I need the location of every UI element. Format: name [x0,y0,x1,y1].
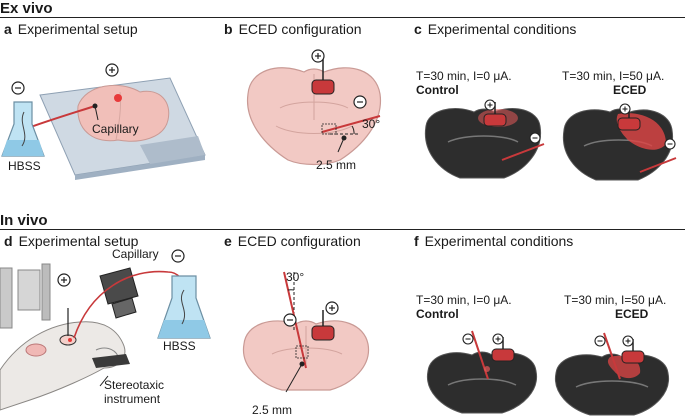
distance-label: 2.5 mm [252,403,293,417]
panel-letter: d [4,233,13,249]
ex-vivo-setup-illustration [1,63,206,180]
stereotaxic-label-line-2: instrument [104,392,161,406]
condition-eced-ex-vivo: T=30 min, I=50 μA. ECED [562,69,664,97]
hbss-label: HBSS [8,159,41,173]
control-slice [426,351,538,414]
control-slice [424,108,542,179]
panel-title-text: Experimental conditions [427,21,577,37]
panel-title-text: ECED configuration [237,233,361,249]
rat-body [0,321,126,411]
panel-letter: b [224,21,233,37]
panel-b-title: b ECED configuration [224,21,362,37]
angle-label: 30° [286,270,305,284]
panel-e-title: e ECED configuration [224,233,361,249]
positive-electrode [491,348,515,362]
positive-electrode [621,350,645,364]
flask-liquid [2,140,44,156]
condition-control-in-vivo: T=30 min, I=0 μA. Control [416,293,512,321]
control-dye-spot [484,366,490,372]
panel-letter: a [4,21,12,37]
panel-title-text: ECED configuration [238,21,362,37]
condition-name: ECED [614,307,649,321]
section-title-ex-vivo: Ex vivo [0,0,53,17]
glass-slide-edge [75,155,205,180]
panel-f-title: f Experimental conditions [414,233,573,249]
flask-wire [180,289,186,325]
condition-params: T=30 min, I=0 μA. [416,69,512,83]
panel-a-title: a Experimental setup [4,21,138,37]
capillary-line [501,143,545,161]
panel-title-text: Experimental setup [17,21,138,37]
positive-electrode [617,117,641,131]
in-vivo-setup-illustration [0,249,211,411]
panel-c-title: c Experimental conditions [414,21,576,37]
condition-control-ex-vivo: T=30 min, I=0 μA. Control [416,69,512,97]
condition-params: T=30 min, I=0 μA. [416,293,512,307]
flask-wire [21,111,26,147]
capillary-tube [27,105,96,129]
nose-clamp [92,354,130,368]
angle-label: 30° [362,117,381,131]
flask-liquid [158,320,210,338]
positive-electrode [311,325,335,341]
capillary-label: Capillary [92,122,139,136]
in-vivo-brain-slices [426,330,670,416]
capillary-line [639,157,677,173]
in-vivo-eced-configuration [242,271,370,393]
section-title-in-vivo: In vivo [0,212,48,229]
capillary-line [321,115,381,133]
stereotaxic-block [17,269,41,311]
ex-vivo-eced-configuration [246,49,382,166]
hbss-label: HBSS [163,339,196,353]
angle-arc [351,125,355,135]
capillary-label: Capillary [112,247,159,261]
slide-label-area [140,136,205,164]
electrode-contact-point [114,94,122,102]
positive-electrode [483,113,507,127]
condition-params: T=30 min, I=50 μA. [562,69,665,83]
panel-letter: c [414,21,422,37]
condition-name: Control [416,307,459,321]
positive-electrode [311,79,335,95]
panel-letter: e [224,233,232,249]
panel-letter: f [414,233,419,249]
condition-name: Control [416,83,459,97]
ex-vivo-brain-slices [424,99,677,181]
distance-label: 2.5 mm [316,158,357,172]
stereotaxic-column [0,267,13,329]
panel-d-title: d Experimental setup [4,233,138,249]
section-divider [0,229,685,230]
condition-params: T=30 min, I=50 μA. [564,293,667,307]
rat-ear [25,343,47,357]
ex-vivo-brain [77,84,170,142]
eced-slice [554,353,670,416]
capillary-line [603,332,621,380]
section-divider [0,17,685,18]
condition-name: ECED [612,83,647,97]
condition-eced-in-vivo: T=30 min, I=50 μA. ECED [564,293,666,321]
panel-title-text: Experimental conditions [424,233,574,249]
panel-title-text: Experimental setup [18,233,139,249]
stereotaxic-label-line-1: Stereotaxic [104,378,165,392]
